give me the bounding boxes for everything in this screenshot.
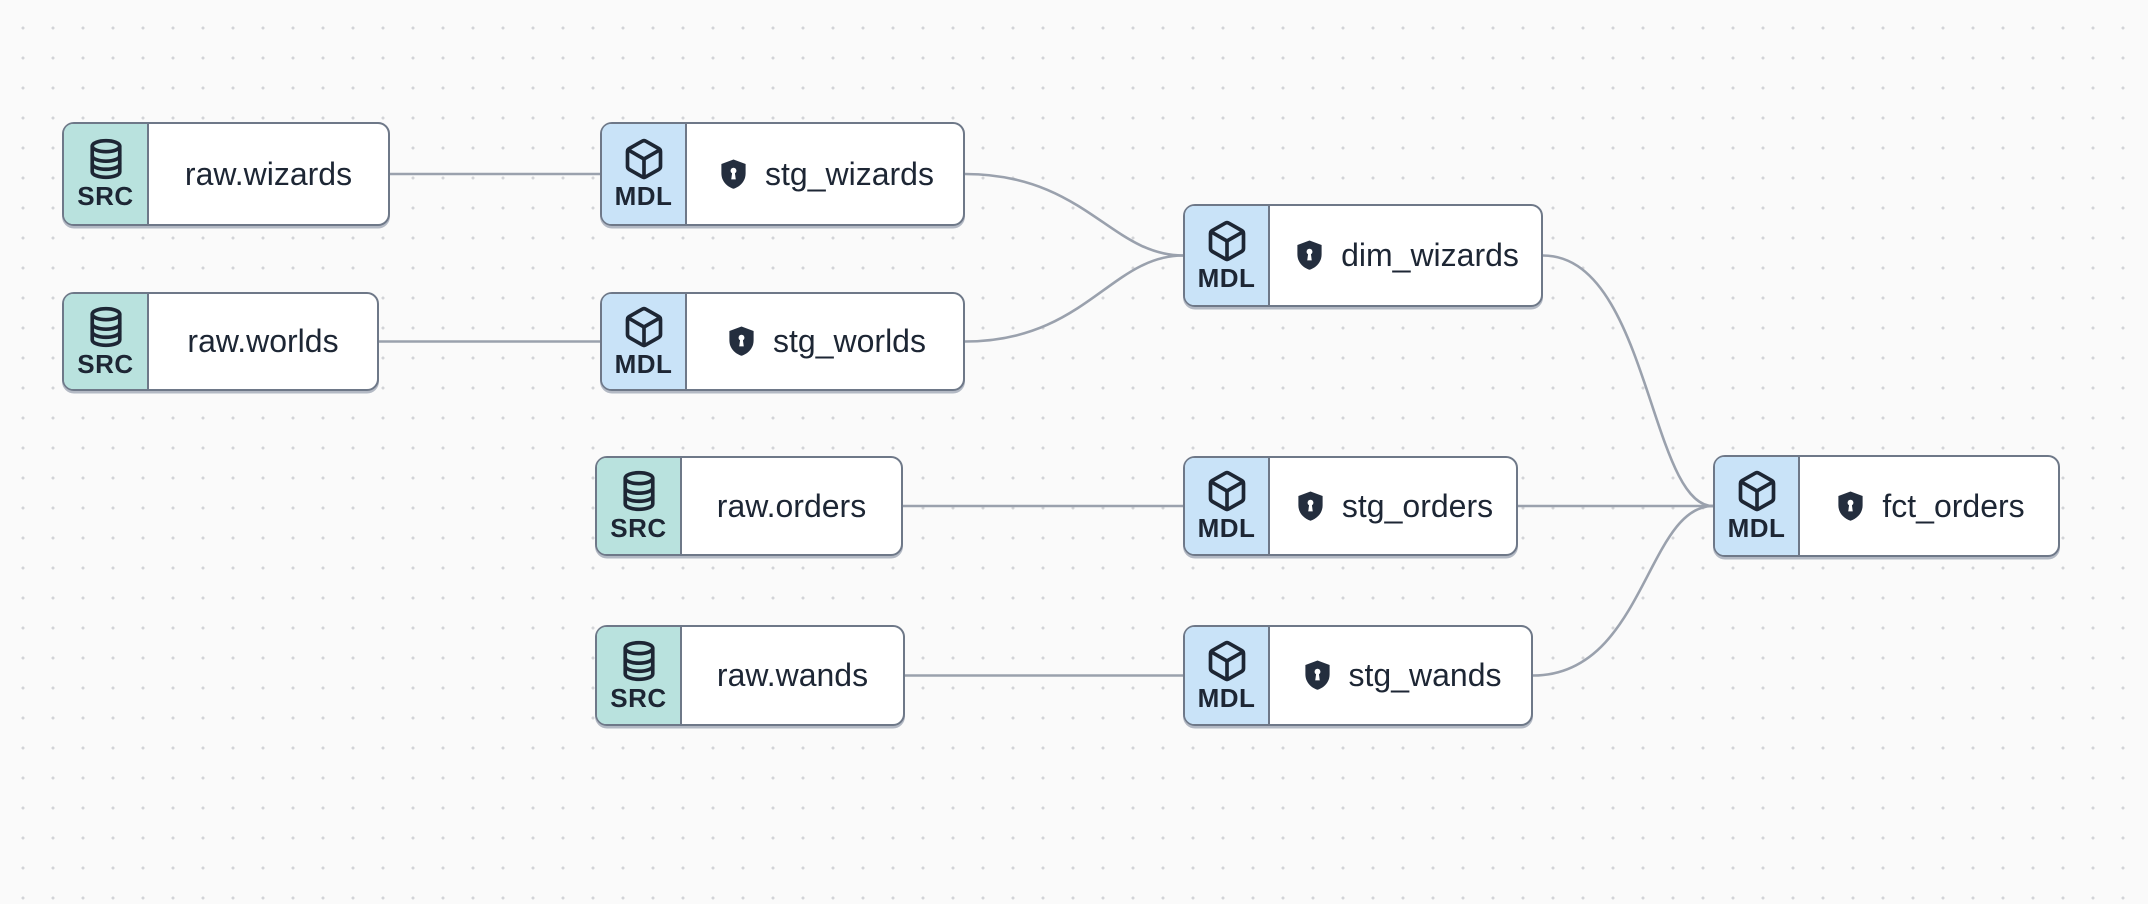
node-title: stg_worlds [773,323,926,359]
node-type-badge: MDL [1185,627,1270,724]
node-raw-wizards[interactable]: SRC raw.wizards [62,122,390,226]
node-stg-wands[interactable]: MDL stg_wands [1183,625,1533,726]
node-body: raw.wands [682,627,903,724]
database-icon [84,137,128,181]
cube-icon [1735,469,1779,513]
edge-stg-worlds-to-dim-wizards [964,254,1184,343]
node-stg-worlds[interactable]: MDL stg_worlds [600,292,965,391]
node-dim-wizards[interactable]: MDL dim_wizards [1183,204,1543,307]
edge-stg-wizards-to-dim-wizards [964,172,1184,257]
node-title: stg_wands [1348,657,1502,693]
node-stg-orders[interactable]: MDL stg_orders [1183,456,1518,556]
node-type-label: MDL [1197,262,1256,293]
edge-dim-wizards-to-fct-orders [1542,254,1714,508]
node-title: raw.wands [716,657,869,693]
node-raw-worlds[interactable]: SRC raw.worlds [62,292,379,391]
node-type-label: SRC [77,348,134,379]
cube-icon [622,305,666,349]
node-stg-wizards[interactable]: MDL stg_wizards [600,122,965,226]
node-title: raw.wizards [184,155,353,192]
node-type-badge: SRC [64,124,149,224]
node-body: fct_orders [1800,457,2058,555]
shield-lock-icon [1300,658,1335,693]
node-body: raw.wizards [149,124,388,224]
node-type-label: SRC [610,682,667,713]
node-title: raw.worlds [187,323,339,359]
node-type-badge: MDL [602,124,687,224]
shield-lock-icon [716,157,751,192]
node-type-badge: SRC [64,294,149,389]
cube-icon [1205,639,1249,683]
node-type-label: SRC [610,513,667,544]
node-type-badge: SRC [597,458,682,554]
node-type-label: MDL [1197,513,1256,544]
node-title: dim_wizards [1341,237,1519,273]
shield-lock-icon [1293,489,1328,524]
node-body: stg_worlds [687,294,963,389]
node-type-badge: MDL [1715,457,1800,555]
shield-lock-icon [1292,238,1327,273]
node-type-label: MDL [614,348,673,379]
database-icon [84,305,128,349]
node-body: dim_wizards [1270,206,1541,305]
shield-lock-icon [1833,489,1868,524]
cube-icon [1205,219,1249,263]
node-title: stg_wizards [765,155,934,192]
database-icon [617,639,661,683]
node-type-label: SRC [77,181,134,212]
shield-lock-icon [724,324,759,359]
node-raw-orders[interactable]: SRC raw.orders [595,456,903,556]
node-type-badge: MDL [1185,206,1270,305]
node-fct-orders[interactable]: MDL fct_orders [1713,455,2060,557]
node-type-badge: SRC [597,627,682,724]
cube-icon [1205,469,1249,513]
node-body: raw.worlds [149,294,377,389]
node-type-badge: MDL [602,294,687,389]
node-body: raw.orders [682,458,901,554]
edge-stg-wands-to-fct-orders [1532,504,1714,677]
cube-icon [622,137,666,181]
database-icon [617,469,661,513]
node-body: stg_wizards [687,124,963,224]
node-type-label: MDL [1197,682,1256,713]
node-title: fct_orders [1882,487,2025,524]
node-type-badge: MDL [1185,458,1270,554]
node-title: raw.orders [716,487,867,524]
node-title: stg_orders [1341,487,1494,524]
node-body: stg_wands [1270,627,1531,724]
node-type-label: MDL [614,181,673,212]
node-type-label: MDL [1727,513,1786,544]
node-raw-wands[interactable]: SRC raw.wands [595,625,905,726]
node-body: stg_orders [1270,458,1516,554]
